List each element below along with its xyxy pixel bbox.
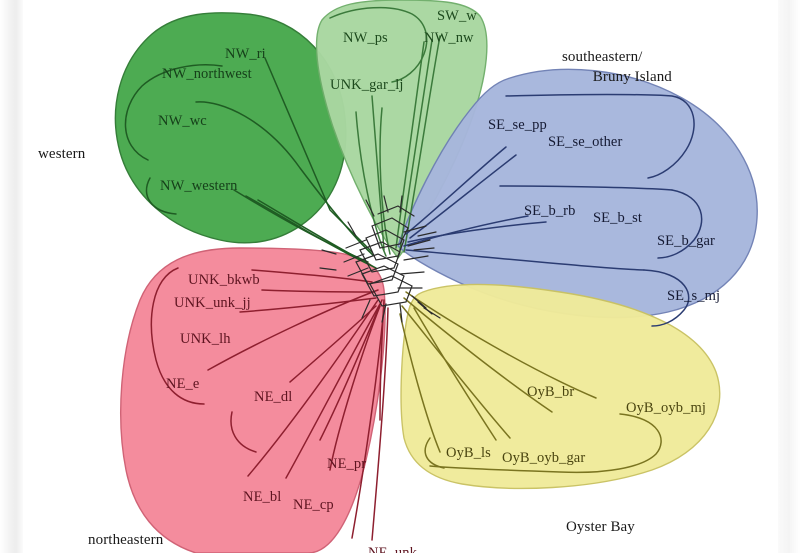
taxon-label-ne-dl: NE_dl [254,389,293,405]
group-label-oyster-bay: Oyster Bay [566,519,635,535]
taxon-label-nw-ri: NW_ri [225,46,266,62]
branches-southeastern [403,93,703,327]
taxon-label-unk-unk-jj: UNK_unk_jj [174,295,251,311]
taxon-label-unk-gar-lj: UNK_gar_lj [330,77,404,93]
taxon-label-nw-wc: NW_wc [158,113,207,129]
taxon-label-ne-pr: NE_pr [327,456,367,472]
hull-northeastern [120,247,386,553]
taxon-label-unk-bkwb: UNK_bkwb [188,272,260,288]
taxon-label-ne-unk: NE_unk [368,545,417,553]
taxon-label-oyb-oyb-mj: OyB_oyb_mj [626,400,706,416]
taxon-label-se-s-mj: SE_s_mj [667,288,721,304]
taxon-label-se-se-pp: SE_se_pp [488,117,547,133]
group-hulls [114,0,758,553]
group-label-northeastern: northeastern [88,532,164,548]
taxon-label-oyb-ls: OyB_ls [446,445,491,461]
taxon-label-sw-w: SW_w [437,8,477,24]
taxon-label-se-se-other: SE_se_other [548,134,623,150]
taxon-label-unk-lh: UNK_lh [180,331,231,347]
taxon-label-nw-western: NW_western [160,178,238,194]
taxon-label-nw-nw: NW_nw [424,30,474,46]
network-core [319,195,441,323]
taxon-label-oyb-br: OyB_br [527,384,575,400]
taxon-label-ne-bl: NE_bl [243,489,282,505]
branches-northeastern [150,267,389,541]
taxon-label-nw-ps: NW_ps [343,30,388,46]
taxon-label-ne-e: NE_e [166,376,200,392]
taxon-label-se-b-gar: SE_b_gar [657,233,715,249]
taxon-label-ne-cp: NE_cp [293,497,334,513]
taxon-label-se-b-st: SE_b_st [593,210,643,226]
taxon-label-se-b-rb: SE_b_rb [524,203,576,219]
branches-western [124,57,377,269]
group-label-southeastern-bruny: southeastern/ Bruny Island [562,49,672,85]
taxon-label-oyb-oyb-gar: OyB_oyb_gar [502,450,586,466]
branches-light-green [329,6,441,257]
taxon-label-nw-northwest: NW_northwest [162,66,252,82]
group-label-western: western [38,146,86,162]
branches-oyster-bay [399,291,662,474]
hull-oyster-bay [400,283,721,490]
